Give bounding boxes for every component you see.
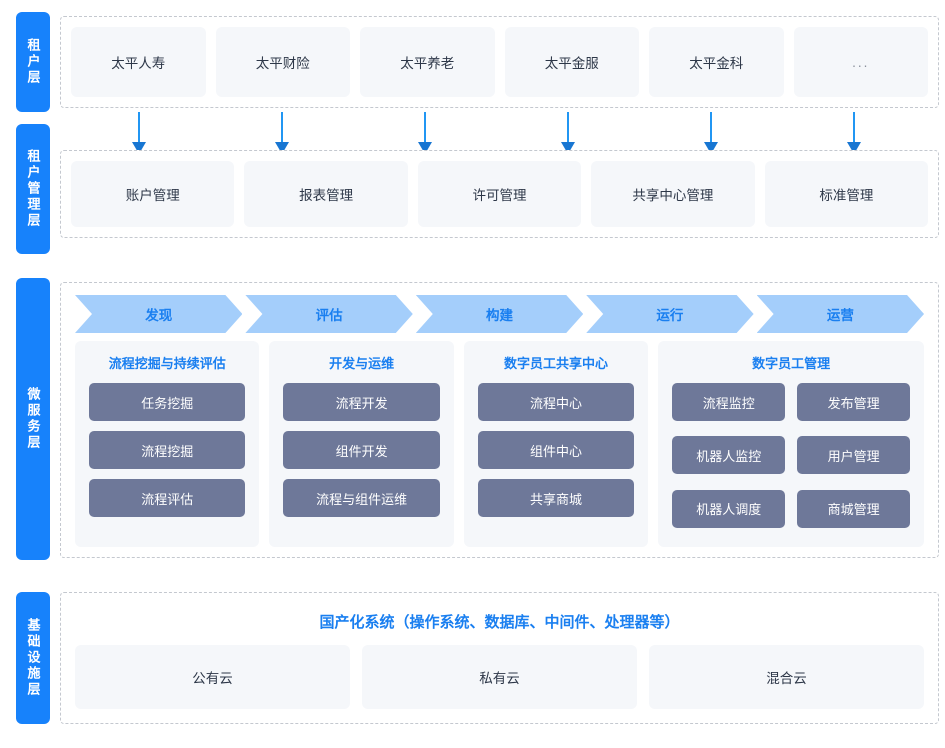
process-flow-strip: 发现 评估 构建 运行 运营	[75, 295, 924, 333]
process-step-chevron[interactable]: 构建	[416, 295, 583, 333]
microservice-item[interactable]: 流程监控	[672, 383, 786, 421]
microservice-group: 开发与运维 流程开发 组件开发 流程与组件运维	[269, 341, 454, 547]
tenant-management-layer-panel: 账户管理 报表管理 许可管理 共享中心管理 标准管理	[60, 150, 939, 238]
microservice-item[interactable]: 共享商城	[477, 479, 635, 517]
tenant-management-card[interactable]: 许可管理	[417, 161, 582, 227]
layer-tab-microservice: 微服务层	[16, 278, 50, 560]
microservice-item[interactable]: 组件中心	[477, 431, 635, 469]
microservice-item-list: 流程中心 组件中心 共享商城	[477, 383, 635, 533]
connector-arrow	[561, 112, 575, 154]
microservice-item[interactable]: 机器人监控	[672, 436, 786, 475]
tenant-card[interactable]: 太平人寿	[71, 27, 206, 97]
layer-tab-infrastructure-label: 基础设施层	[25, 618, 41, 698]
tenant-card[interactable]: 太平财险	[215, 27, 350, 97]
microservice-group-title: 流程挖掘与持续评估	[108, 356, 226, 371]
tenant-management-card-row: 账户管理 报表管理 许可管理 共享中心管理 标准管理	[61, 151, 938, 237]
layer-tab-tenant: 租户层	[16, 12, 50, 112]
connector-arrow	[275, 112, 289, 154]
arrow-shaft	[710, 112, 712, 144]
infrastructure-card[interactable]: 公有云	[75, 645, 350, 709]
process-step-chevron[interactable]: 运营	[757, 295, 924, 333]
connector-arrow	[132, 112, 146, 154]
microservice-item[interactable]: 流程与组件运维	[283, 479, 440, 517]
microservice-item-list: 流程开发 组件开发 流程与组件运维	[283, 383, 440, 533]
microservice-group-title: 数字员工管理	[752, 356, 831, 371]
microservice-group: 数字员工管理 流程监控 发布管理 机器人监控 用户管理 机器人调度 商城管理	[658, 341, 925, 547]
microservice-item[interactable]: 用户管理	[797, 436, 911, 475]
infrastructure-layer-panel: 国产化系统（操作系统、数据库、中间件、处理器等） 公有云 私有云 混合云	[60, 592, 939, 724]
tenant-card[interactable]: 太平金服	[504, 27, 639, 97]
layer-tab-microservice-label: 微服务层	[25, 387, 41, 451]
layer-tab-tenant-label: 租户层	[25, 38, 41, 86]
infrastructure-card[interactable]: 私有云	[362, 645, 637, 709]
arrow-shaft	[138, 112, 140, 144]
infrastructure-card[interactable]: 混合云	[649, 645, 924, 709]
microservice-item[interactable]: 商城管理	[797, 489, 911, 528]
microservice-group-row: 流程挖掘与持续评估 任务挖掘 流程挖掘 流程评估 开发与运维 流程开发 组件开发…	[75, 341, 925, 547]
microservice-group-title: 开发与运维	[329, 356, 395, 371]
arrow-shaft	[424, 112, 426, 144]
connector-arrow	[704, 112, 718, 154]
microservice-item[interactable]: 机器人调度	[672, 489, 786, 528]
microservice-item[interactable]: 流程挖掘	[89, 431, 246, 469]
microservice-item[interactable]: 组件开发	[283, 431, 440, 469]
microservice-group: 流程挖掘与持续评估 任务挖掘 流程挖掘 流程评估	[75, 341, 260, 547]
microservice-group: 数字员工共享中心 流程中心 组件中心 共享商城	[463, 341, 649, 547]
infrastructure-card-row: 公有云 私有云 混合云	[75, 645, 924, 709]
tenant-card[interactable]: 太平养老	[360, 27, 495, 97]
microservice-item[interactable]: 流程中心	[477, 383, 635, 421]
layer-tab-infrastructure: 基础设施层	[16, 592, 50, 724]
arrow-shaft	[853, 112, 855, 144]
microservice-item-list: 任务挖掘 流程挖掘 流程评估	[89, 383, 246, 533]
tenant-management-card[interactable]: 账户管理	[71, 161, 235, 227]
tenant-management-card[interactable]: 标准管理	[764, 161, 929, 227]
layer-tab-tenant-management-label: 租户管理层	[25, 149, 41, 229]
arrow-shaft	[567, 112, 569, 144]
tenant-card-more[interactable]: ...	[793, 27, 928, 97]
process-step-chevron[interactable]: 运行	[586, 295, 753, 333]
microservice-item[interactable]: 发布管理	[797, 383, 911, 421]
process-step-chevron[interactable]: 发现	[75, 295, 242, 333]
connector-arrow	[418, 112, 432, 154]
infrastructure-title: 国产化系统（操作系统、数据库、中间件、处理器等）	[319, 614, 680, 631]
arrow-shaft	[281, 112, 283, 144]
microservice-item[interactable]: 任务挖掘	[89, 383, 246, 421]
connector-arrow	[847, 112, 861, 154]
tenant-card[interactable]: 太平金科	[649, 27, 784, 97]
microservice-group-title: 数字员工共享中心	[504, 356, 609, 371]
tenant-management-card[interactable]: 报表管理	[244, 161, 408, 227]
microservice-item-list: 流程监控 发布管理 机器人监控 用户管理 机器人调度 商城管理	[672, 383, 911, 533]
tenant-management-card[interactable]: 共享中心管理	[591, 161, 755, 227]
layer-tab-tenant-management: 租户管理层	[16, 124, 50, 254]
microservice-item[interactable]: 流程开发	[283, 383, 440, 421]
microservice-layer-panel: 发现 评估 构建 运行 运营 流程挖掘与持续评估 任务挖掘 流程挖掘 流程评估 …	[60, 282, 939, 558]
tenant-layer-panel: 太平人寿 太平财险 太平养老 太平金服 太平金科 ...	[60, 16, 939, 108]
microservice-item[interactable]: 流程评估	[89, 479, 246, 517]
tenant-card-row: 太平人寿 太平财险 太平养老 太平金服 太平金科 ...	[61, 17, 938, 107]
process-step-chevron[interactable]: 评估	[245, 295, 412, 333]
